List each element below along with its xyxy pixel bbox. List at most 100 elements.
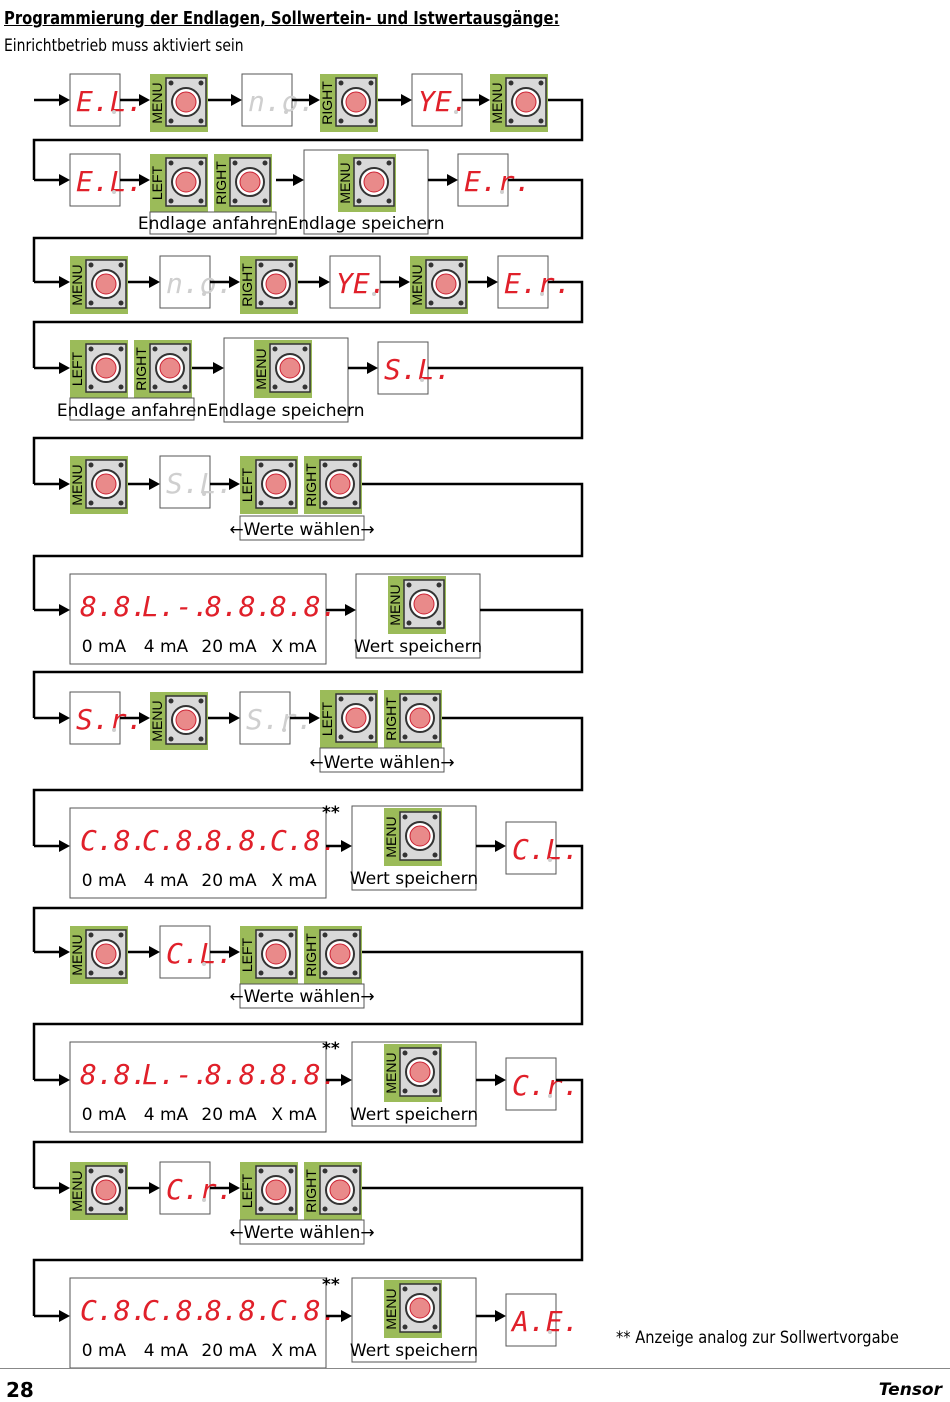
footnote-marker: **: [322, 1039, 340, 1059]
flow-arrow: [34, 840, 70, 852]
flow-arrow: [120, 174, 150, 186]
endlage-anfahren-label: Endlage anfahren: [138, 214, 288, 234]
flow-arrow: [128, 276, 160, 288]
led-display-er: E.r.: [457, 153, 531, 207]
endlage-anfahren-caption: Endlage anfahren: [138, 211, 288, 235]
flow-arrow: [476, 840, 506, 852]
analog-value-panel: C.8.0 mAC.8.4 mA8.8.20 mAC.8.X mA: [69, 807, 337, 899]
menu-button[interactable]: MENU: [383, 1280, 442, 1338]
flow-arrow: [326, 604, 356, 616]
button-label: LEFT: [149, 165, 165, 200]
page-number: 28: [6, 1378, 34, 1402]
menu-button[interactable]: MENU: [383, 808, 442, 866]
menu-button[interactable]: MENU: [69, 256, 128, 314]
display-text: S.r.: [76, 703, 143, 736]
flow-arrow: [210, 1182, 240, 1194]
button-label: LEFT: [69, 351, 85, 386]
right-button[interactable]: RIGHT: [133, 340, 192, 398]
flow-arrow: [326, 1310, 352, 1322]
menu-button[interactable]: MENU: [337, 154, 396, 212]
right-button[interactable]: RIGHT: [239, 256, 298, 314]
flow-arrow: [34, 478, 70, 490]
display-text: YE.: [336, 267, 387, 300]
analog-value-panel: 8.8.0 mAL.-.4 mA8.8.20 mA8.8.X mA: [69, 1041, 337, 1133]
right-button[interactable]: RIGHT: [303, 926, 362, 984]
ma-label: 4 mA: [144, 1105, 189, 1125]
button-label: RIGHT: [239, 263, 255, 307]
wert-speichern-label: Wert speichern: [354, 637, 482, 657]
button-label: RIGHT: [303, 1169, 319, 1213]
led-display-cr: C.r.: [159, 1161, 233, 1215]
left-button[interactable]: LEFT: [149, 154, 208, 212]
flow-arrow: [326, 840, 352, 852]
menu-button[interactable]: MENU: [69, 926, 128, 984]
left-button[interactable]: LEFT: [69, 340, 128, 398]
right-button[interactable]: RIGHT: [303, 456, 362, 514]
page-title: Programmierung der Endlagen, Sollwertein…: [4, 8, 560, 29]
display-text: A.E.: [510, 1305, 579, 1338]
footer-divider: [0, 1368, 950, 1369]
analog-digits: 8.8.: [205, 590, 272, 623]
button-label: RIGHT: [133, 347, 149, 391]
display-text: n.o.: [166, 267, 233, 300]
led-display-sl: S.L.: [377, 341, 451, 395]
right-button[interactable]: RIGHT: [319, 74, 378, 132]
button-label: MENU: [69, 1170, 85, 1211]
display-text: n.o.: [248, 85, 315, 118]
menu-button[interactable]: MENU: [489, 74, 548, 132]
led-display-cl: C.L.: [505, 821, 579, 875]
flow-arrow: [34, 712, 70, 724]
analog-value-panel: 8.8.0 mAL.-.4 mA8.8.20 mA8.8.X mA: [69, 573, 337, 665]
flow-wire: [32, 482, 584, 610]
menu-button[interactable]: MENU: [69, 1162, 128, 1220]
right-button[interactable]: RIGHT: [383, 690, 442, 748]
flow-arrow: [34, 362, 70, 374]
button-label: MENU: [149, 82, 165, 123]
led-display-no: n.o.: [241, 73, 315, 127]
led-display-el: E.L.: [69, 153, 143, 207]
menu-button[interactable]: MENU: [69, 456, 128, 514]
menu-button[interactable]: MENU: [149, 692, 208, 750]
analog-digits: L.-.: [142, 1058, 209, 1091]
led-display-ye: YE.: [329, 255, 387, 309]
menu-button[interactable]: MENU: [253, 340, 312, 398]
menu-button[interactable]: MENU: [409, 256, 468, 314]
flow-wire: [32, 844, 584, 952]
flow-wire: [32, 280, 584, 368]
left-button[interactable]: LEFT: [239, 1162, 298, 1220]
button-label: LEFT: [239, 937, 255, 972]
left-button[interactable]: LEFT: [319, 690, 378, 748]
werte-waehlen-caption-2: ←Werte wählen→: [309, 747, 455, 773]
left-button[interactable]: LEFT: [239, 456, 298, 514]
flow-arrow: [290, 712, 320, 724]
analog-digits: 8.8.: [205, 1058, 272, 1091]
footnote: ** Anzeige analog zur Sollwertvorgabe: [616, 1328, 899, 1348]
display-text: C.r.: [166, 1173, 233, 1206]
right-button[interactable]: RIGHT: [213, 154, 272, 212]
menu-button[interactable]: MENU: [387, 576, 446, 634]
flow-arrow: [380, 276, 410, 288]
werte-waehlen-label: ←Werte wählen→: [229, 520, 374, 540]
button-label: LEFT: [239, 1173, 255, 1208]
menu-button[interactable]: MENU: [383, 1044, 442, 1102]
flow-arrow: [34, 174, 70, 186]
flow-arrow: [298, 276, 330, 288]
flow-wire: [32, 1078, 584, 1188]
wert-speichern-box: [355, 573, 481, 659]
left-button[interactable]: LEFT: [239, 926, 298, 984]
ma-label: 4 mA: [144, 1341, 189, 1361]
right-button[interactable]: RIGHT: [303, 1162, 362, 1220]
flow-arrow: [208, 94, 242, 106]
menu-button[interactable]: MENU: [149, 74, 208, 132]
flow-arrow: [128, 478, 160, 490]
button-label: MENU: [387, 584, 403, 625]
flow-wire: [32, 950, 584, 1080]
ma-label: 0 mA: [82, 871, 127, 891]
wert-speichern-box-3: [351, 1041, 477, 1127]
button-label: RIGHT: [319, 81, 335, 125]
flow-arrow: [468, 276, 498, 288]
button-label: MENU: [337, 162, 353, 203]
led-display-cr: C.r.: [505, 1057, 579, 1111]
werte-waehlen-label: ←Werte wählen→: [309, 753, 454, 773]
